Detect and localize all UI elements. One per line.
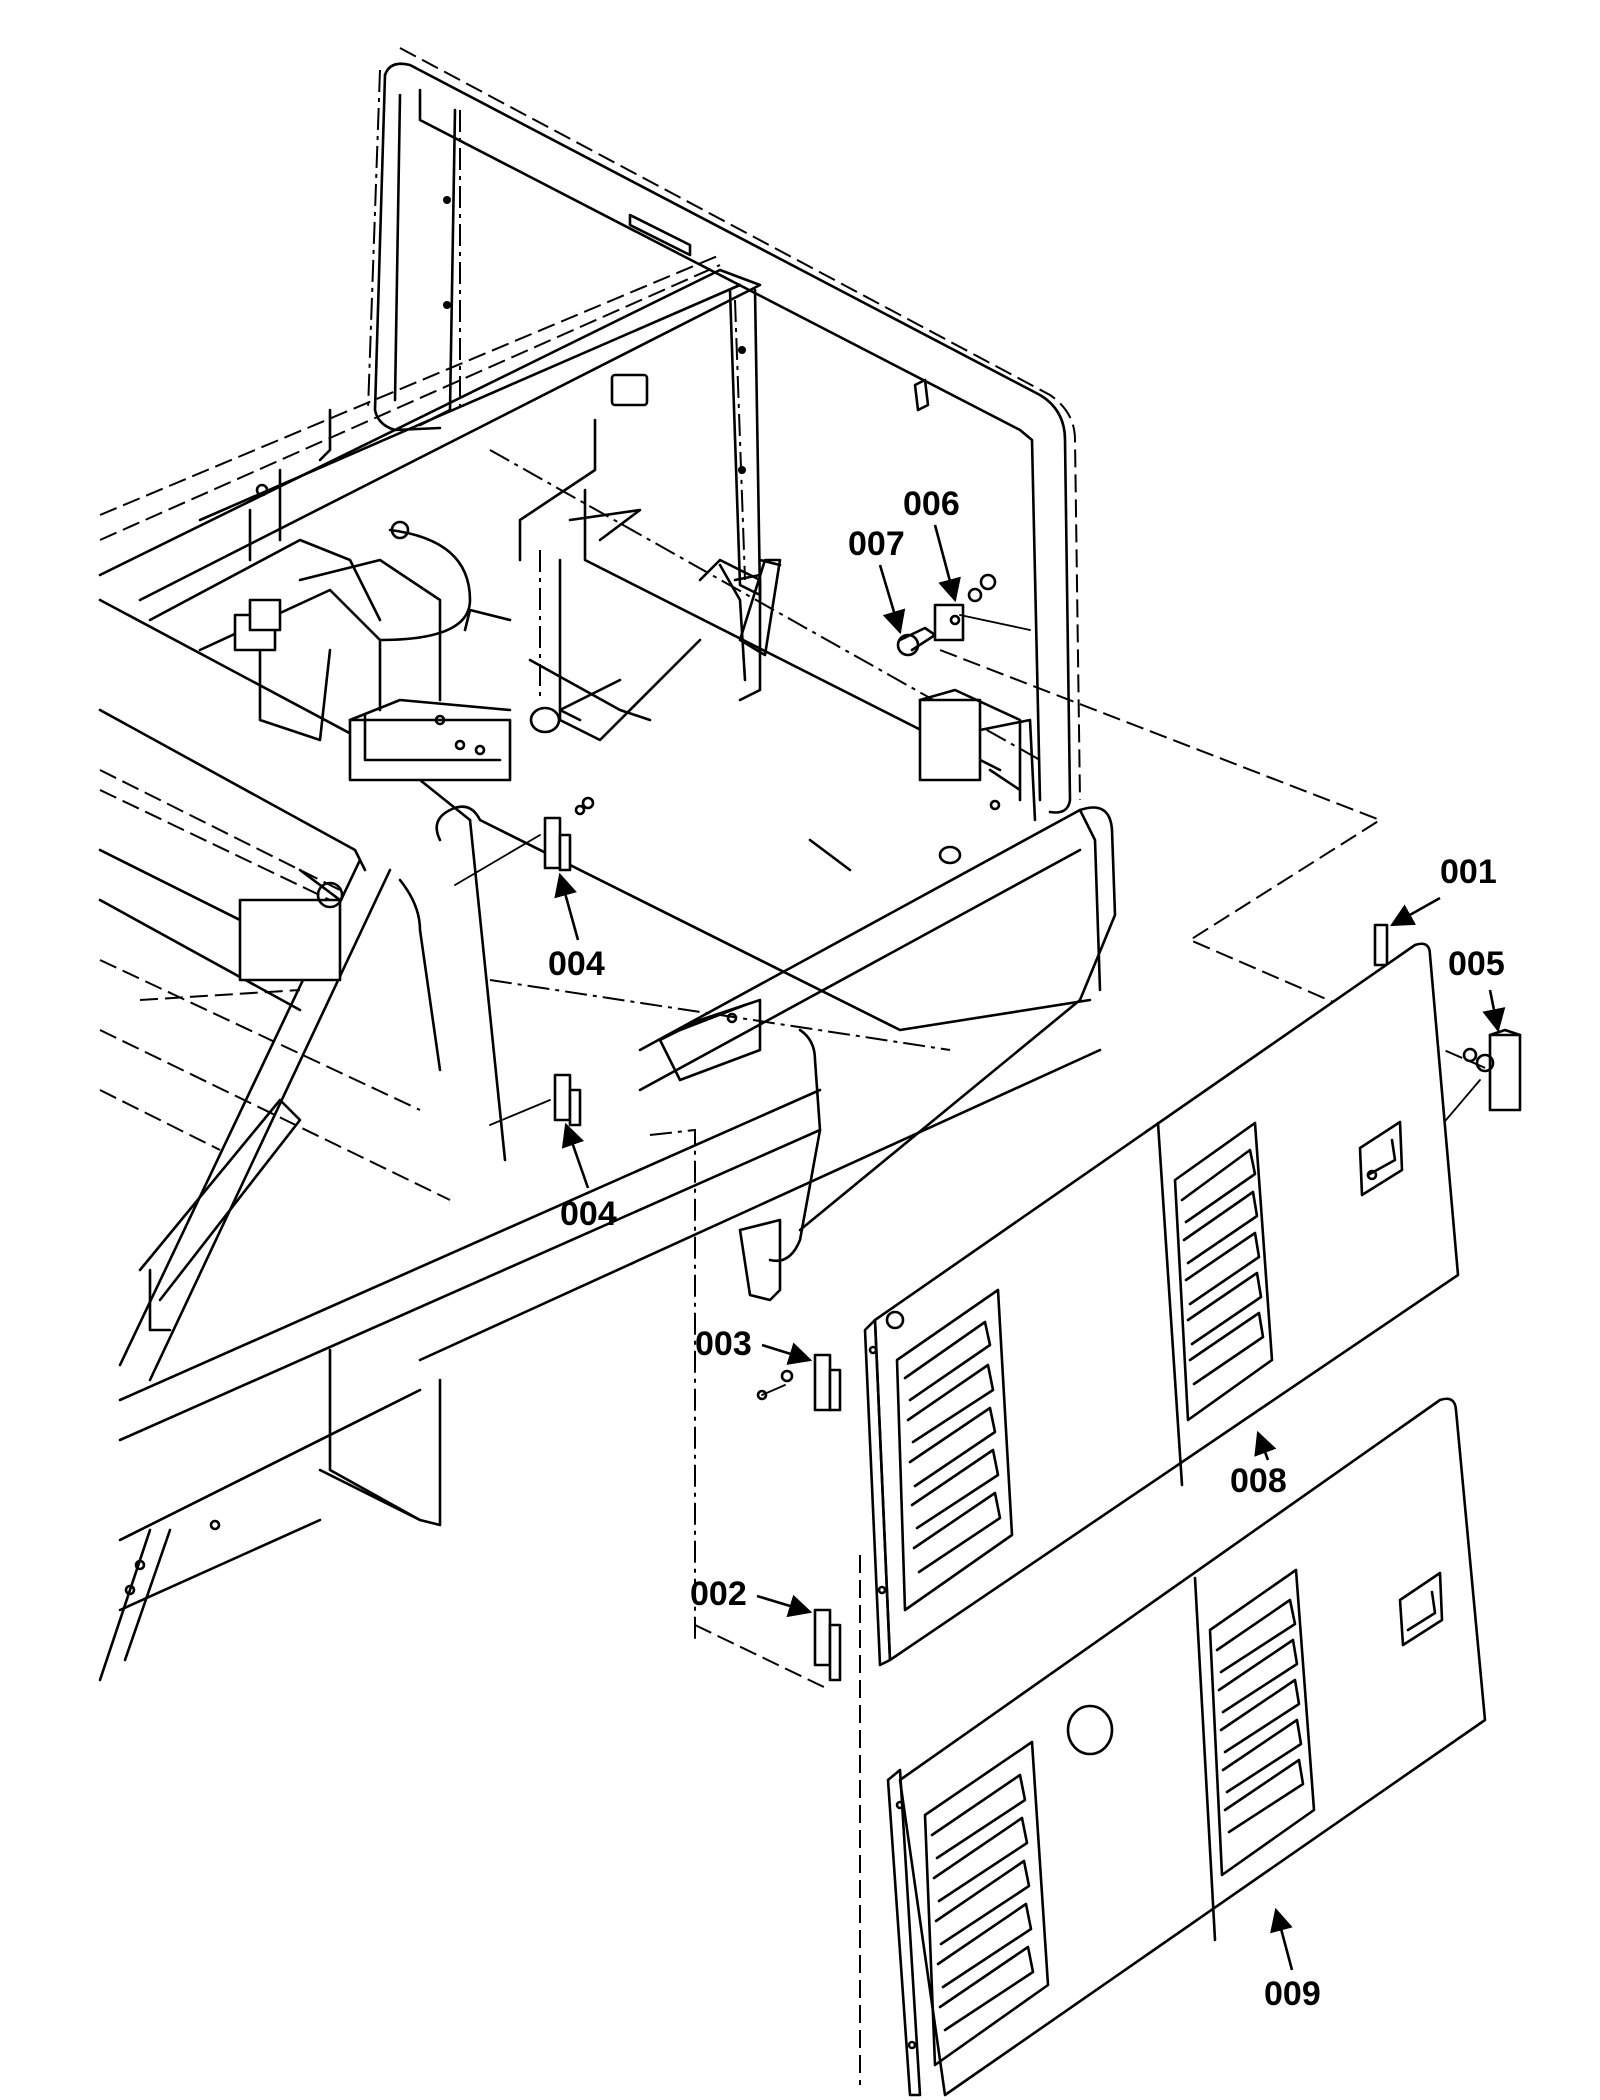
callout-004-lower: 004 xyxy=(560,1122,617,1233)
hinge-003 xyxy=(756,1353,842,1412)
callout-label: 004 xyxy=(548,945,605,983)
callout-007: 007 xyxy=(848,525,906,635)
callout-label: 001 xyxy=(1440,853,1497,891)
callout-008: 008 xyxy=(1230,1430,1287,1500)
callout-label: 002 xyxy=(690,1575,747,1613)
callout-label: 005 xyxy=(1448,945,1505,983)
callout-label: 004 xyxy=(560,1195,617,1233)
callout-label: 007 xyxy=(848,525,905,563)
lower-door-panel-009 xyxy=(886,1397,1487,2097)
engine-bay xyxy=(148,408,1092,1051)
callout-002: 002 xyxy=(690,1575,813,1618)
callout-label: 009 xyxy=(1264,1975,1321,2013)
callout-006: 006 xyxy=(903,485,961,603)
callout-003: 003 xyxy=(695,1325,813,1365)
callout-004-upper: 004 xyxy=(548,872,605,983)
callout-label: 003 xyxy=(695,1325,752,1363)
callout-001: 001 xyxy=(1389,853,1497,927)
center-frame-details xyxy=(518,418,782,722)
hinge-004-upper xyxy=(454,796,595,886)
upper-door-panel-008 xyxy=(863,942,1460,1667)
callout-label: 006 xyxy=(903,485,960,523)
hinge-002 xyxy=(694,1555,861,2085)
machine-frame xyxy=(98,598,1102,1682)
rops-frame xyxy=(98,47,1081,814)
callout-009: 009 xyxy=(1264,1907,1321,2013)
rear-counterweight xyxy=(638,688,1117,1302)
hinge-004-lower xyxy=(489,1073,696,1640)
callout-label: 008 xyxy=(1230,1462,1287,1500)
callout-005: 005 xyxy=(1448,945,1506,1033)
